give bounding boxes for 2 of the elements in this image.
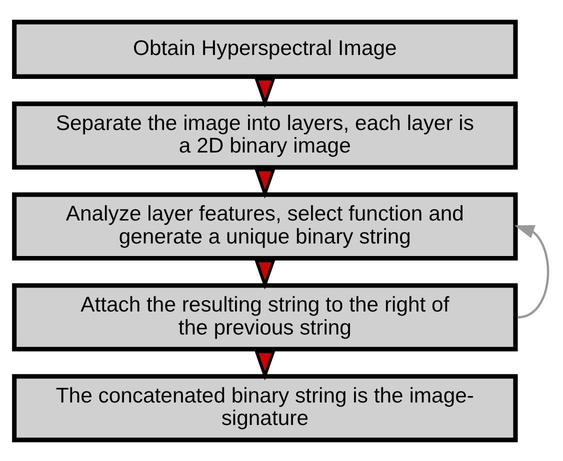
node-box: The concatenated binary string is the image-signature [12, 374, 518, 442]
arrow [514, 224, 550, 318]
